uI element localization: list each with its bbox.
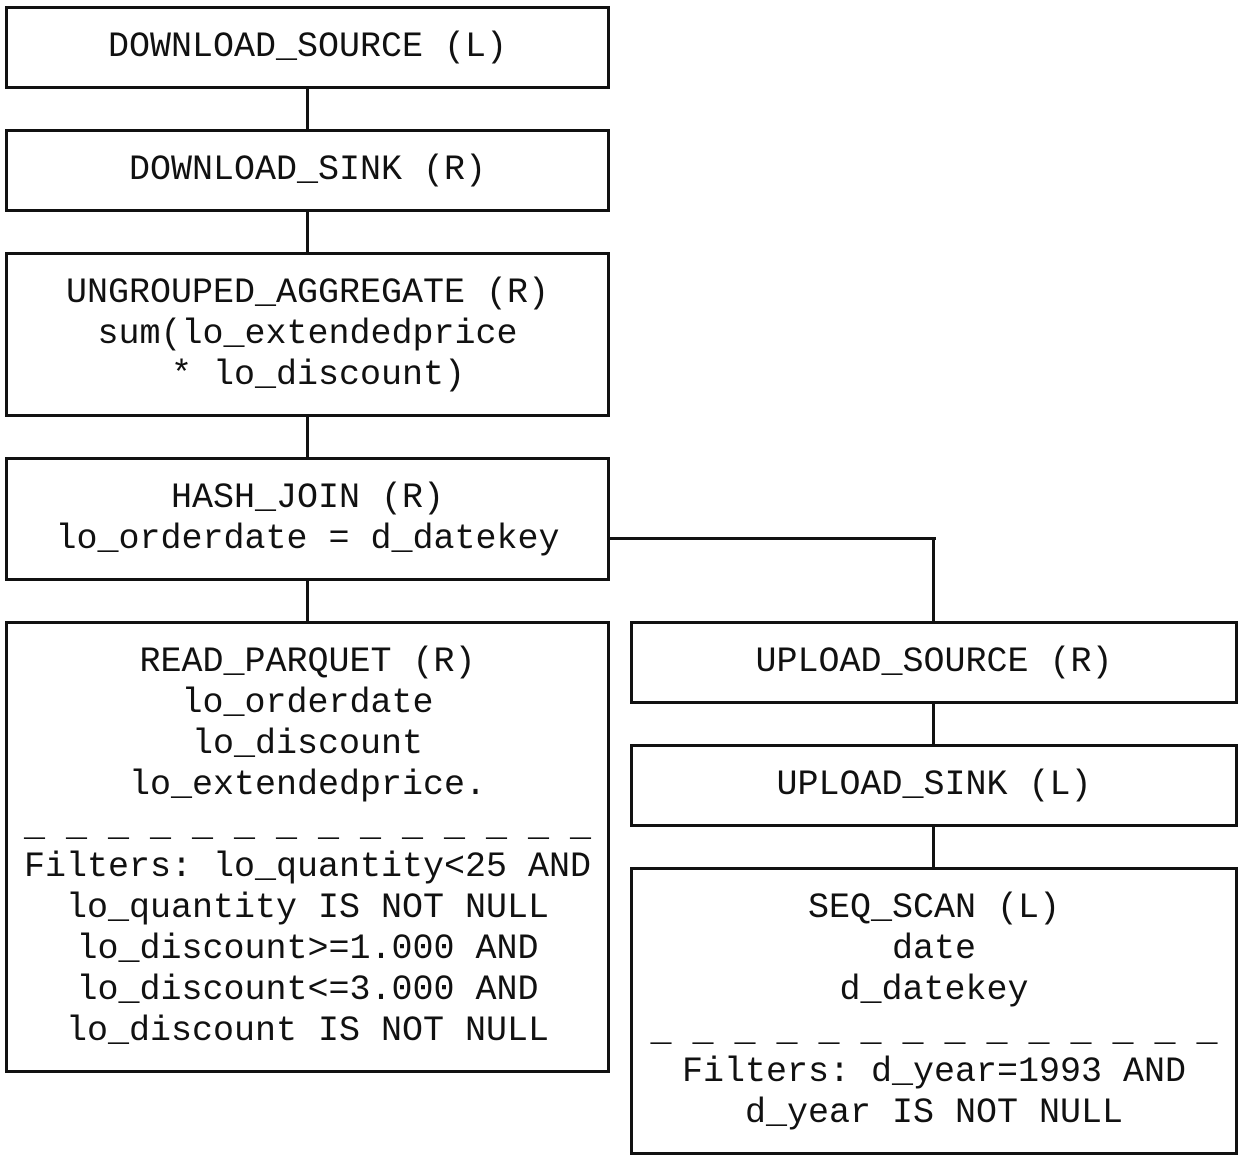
node-seq-scan: SEQ_SCAN (L) date d_datekey _ _ _ _ _ _ … bbox=[630, 867, 1238, 1155]
filter-line: lo_discount>=1.000 AND bbox=[76, 929, 539, 969]
node-title: DOWNLOAD_SOURCE (L) bbox=[107, 27, 508, 67]
node-title: READ_PARQUET (R) bbox=[139, 642, 476, 682]
node-read-parquet: READ_PARQUET (R) lo_orderdate lo_discoun… bbox=[5, 621, 610, 1073]
aggregate-expression: * lo_discount) bbox=[149, 355, 466, 395]
node-title: DOWNLOAD_SINK (R) bbox=[128, 150, 487, 190]
node-hash-join: HASH_JOIN (R) lo_orderdate = d_datekey bbox=[5, 457, 610, 581]
edge-uploadsource-to-uploadsink bbox=[932, 703, 935, 745]
filter-line: Filters: lo_quantity<25 AND bbox=[23, 847, 592, 887]
filter-line: lo_discount IS NOT NULL bbox=[65, 1011, 550, 1051]
edge-sink-to-aggregate bbox=[306, 210, 309, 254]
node-upload-sink: UPLOAD_SINK (L) bbox=[630, 744, 1238, 827]
edge-hashjoin-to-readparquet bbox=[306, 579, 309, 623]
column-name: lo_orderdate bbox=[181, 683, 434, 723]
aggregate-expression: sum(lo_extendedprice bbox=[97, 314, 518, 354]
node-title: UPLOAD_SINK (L) bbox=[776, 765, 1092, 805]
edge-source-to-sink bbox=[306, 88, 309, 130]
column-name: lo_extendedprice. bbox=[128, 765, 487, 805]
table-name: date bbox=[891, 929, 976, 969]
node-ungrouped-aggregate: UNGROUPED_AGGREGATE (R) sum(lo_extendedp… bbox=[5, 252, 610, 417]
edge-uploadsink-to-seqscan bbox=[932, 826, 935, 869]
node-title: UNGROUPED_AGGREGATE (R) bbox=[65, 273, 550, 313]
join-condition: lo_orderdate = d_datekey bbox=[55, 519, 560, 559]
column-name: d_datekey bbox=[839, 970, 1029, 1010]
node-title: UPLOAD_SOURCE (R) bbox=[755, 642, 1113, 682]
filter-line: lo_quantity IS NOT NULL bbox=[65, 888, 550, 928]
filter-line: d_year IS NOT NULL bbox=[744, 1093, 1124, 1133]
section-separator: _ _ _ _ _ _ _ _ _ _ _ _ _ _ bbox=[23, 806, 592, 846]
edge-aggregate-to-hashjoin bbox=[306, 415, 309, 459]
node-title: HASH_JOIN (R) bbox=[170, 478, 445, 518]
filter-line: lo_discount<=3.000 AND bbox=[76, 970, 539, 1010]
filter-line: Filters: d_year=1993 AND bbox=[681, 1052, 1187, 1092]
node-title: SEQ_SCAN (L) bbox=[807, 888, 1061, 928]
section-separator: _ _ _ _ _ _ _ _ _ _ _ _ _ _ bbox=[650, 1011, 1218, 1051]
node-download-source: DOWNLOAD_SOURCE (L) bbox=[5, 6, 610, 89]
node-upload-source: UPLOAD_SOURCE (R) bbox=[630, 621, 1238, 704]
edge-hashjoin-to-upload-horizontal bbox=[609, 537, 936, 540]
node-download-sink: DOWNLOAD_SINK (R) bbox=[5, 129, 610, 212]
edge-hashjoin-to-upload-vertical bbox=[932, 537, 935, 623]
column-name: lo_discount bbox=[191, 724, 424, 764]
